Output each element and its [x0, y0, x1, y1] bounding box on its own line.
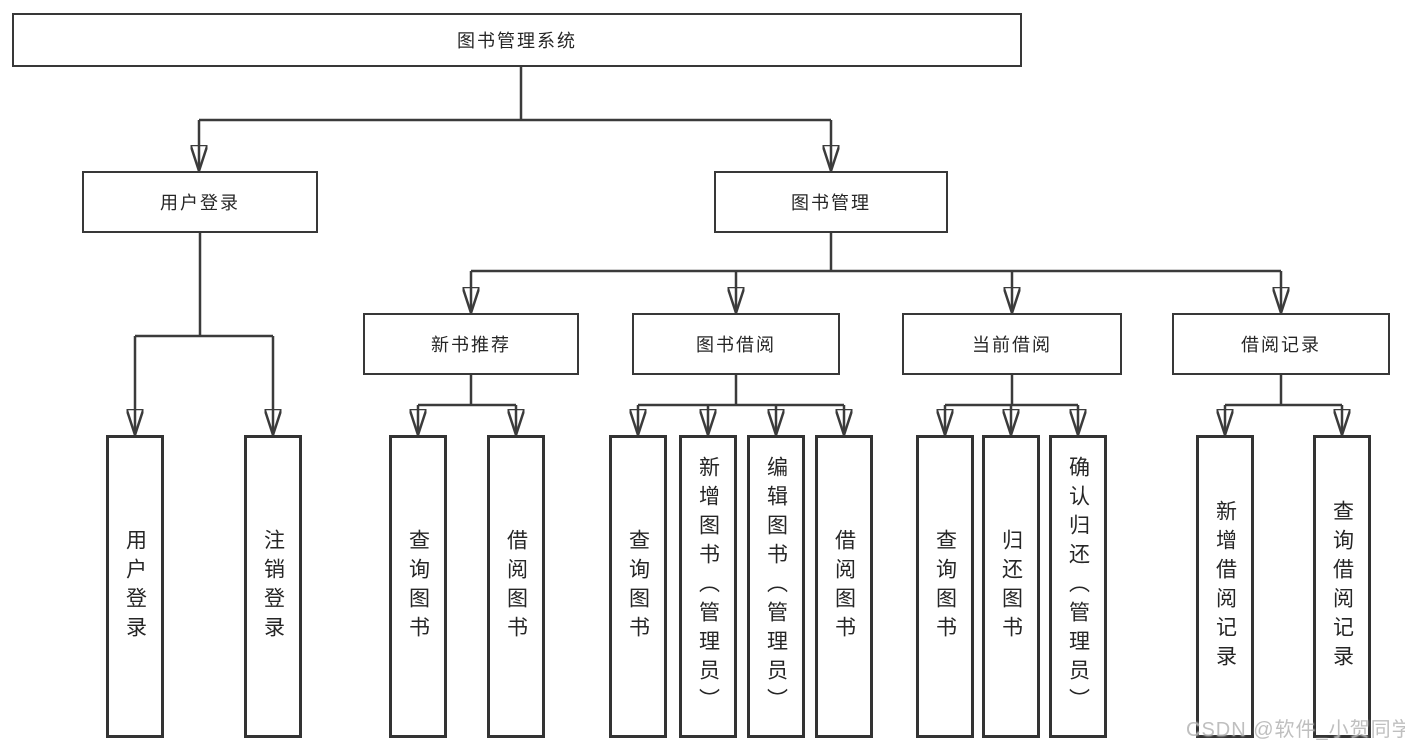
leaf-query-books-current-label: 查询图书	[933, 528, 957, 645]
leaf-query-books-recommend-label: 查询图书	[406, 528, 430, 645]
leaf-edit-book-admin: 编辑图书（管理员）	[747, 435, 805, 738]
leaf-query-books-current: 查询图书	[916, 435, 974, 738]
leaf-confirm-return-admin: 确认归还（管理员）	[1049, 435, 1107, 738]
node-book-management: 图书管理	[714, 171, 948, 233]
node-book-borrowing: 图书借阅	[632, 313, 840, 375]
node-user-login: 用户登录	[82, 171, 318, 233]
leaf-query-books-borrowing-label: 查询图书	[626, 528, 650, 645]
node-borrowing-records: 借阅记录	[1172, 313, 1390, 375]
node-new-book-recommendation: 新书推荐	[363, 313, 579, 375]
leaf-logout-label: 注销登录	[261, 528, 285, 645]
leaf-borrow-books-borrowing-label: 借阅图书	[832, 528, 856, 645]
leaf-return-books-label: 归还图书	[999, 528, 1023, 645]
leaf-add-book-admin: 新增图书（管理员）	[679, 435, 737, 738]
leaf-borrow-books-recommend: 借阅图书	[487, 435, 545, 738]
leaf-confirm-return-admin-label: 确认归还（管理员）	[1066, 456, 1090, 717]
node-library-management-system: 图书管理系统	[12, 13, 1022, 67]
leaf-query-borrow-record-label: 查询借阅记录	[1330, 499, 1354, 674]
leaf-edit-book-admin-label: 编辑图书（管理员）	[764, 456, 788, 717]
leaf-borrow-books-recommend-label: 借阅图书	[504, 528, 528, 645]
csdn-watermark: CSDN @软件_小贺同学	[1186, 719, 1405, 741]
leaf-query-books-borrowing: 查询图书	[609, 435, 667, 738]
leaf-add-book-admin-label: 新增图书（管理员）	[696, 456, 720, 717]
leaf-user-login: 用户登录	[106, 435, 164, 738]
leaf-logout: 注销登录	[244, 435, 302, 738]
leaf-user-login-label: 用户登录	[123, 528, 147, 645]
leaf-return-books: 归还图书	[982, 435, 1040, 738]
leaf-add-borrow-record-label: 新增借阅记录	[1213, 499, 1237, 674]
leaf-query-books-recommend: 查询图书	[389, 435, 447, 738]
leaf-borrow-books-borrowing: 借阅图书	[815, 435, 873, 738]
leaf-add-borrow-record: 新增借阅记录	[1196, 435, 1254, 738]
node-current-borrowing: 当前借阅	[902, 313, 1122, 375]
leaf-query-borrow-record: 查询借阅记录	[1313, 435, 1371, 738]
